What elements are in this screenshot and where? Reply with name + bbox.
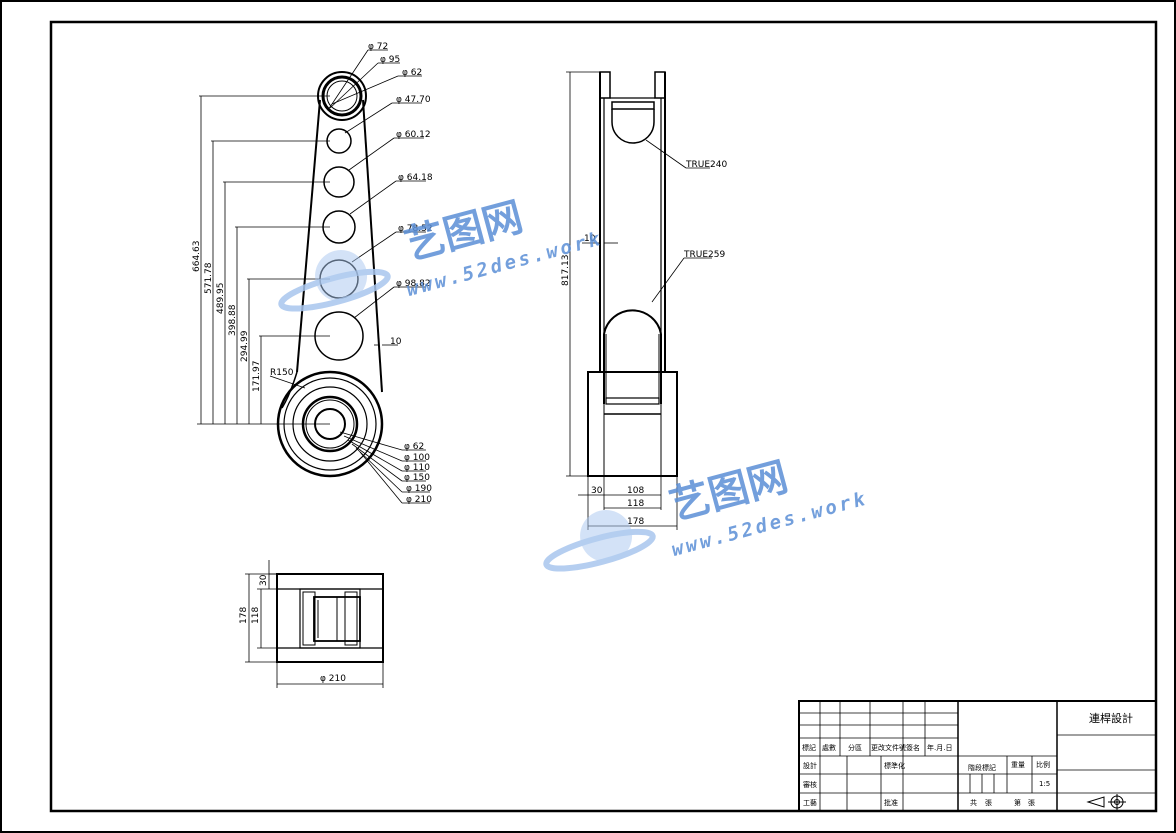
title-block-labels: 連桿設計 標記 處數 分區 更改文件號 簽名 年.月.日 設計 標準化 審核 工… [802, 711, 1133, 807]
row-label-standard: 標準化 [884, 761, 905, 770]
top-view [245, 560, 384, 688]
sheet-label-4: 張 [1028, 799, 1035, 807]
height-label-1: 664.63 [192, 241, 202, 273]
top-dim-label-2: 178 [239, 607, 249, 624]
dia-label-7: φ 78.52 [398, 224, 433, 234]
header-label-4: 更改文件號 [871, 743, 906, 752]
bottom-dia-label-3: φ 110 [404, 463, 430, 473]
bottom-dia-label-2: φ 100 [404, 453, 430, 463]
sheet-label-1: 共 [970, 798, 977, 807]
height-label-2: 571.78 [204, 262, 214, 294]
part-name: 連桿設計 [1089, 711, 1133, 725]
arc-mid-label: TRUE259 [683, 250, 725, 260]
bottom-dia-label-4: φ 150 [404, 473, 430, 483]
sheet-label-2: 張 [985, 799, 992, 807]
dia-label-4: φ 47.70 [396, 95, 431, 105]
bottom-dia-label-5: φ 190 [406, 484, 432, 494]
dia-label-6: φ 64.18 [398, 173, 433, 183]
dia-label-2: φ 95 [380, 55, 400, 65]
top-dim-label-1: 30 [259, 574, 269, 586]
row-label-approve: 批准 [884, 798, 898, 807]
projection-symbol-icon [1086, 794, 1126, 810]
dia-label-8: φ 98.82 [396, 279, 431, 289]
stage-label: 階段標記 [968, 763, 996, 772]
height-label-6: 171.97 [252, 361, 262, 393]
dia-label-3: φ 62 [402, 68, 422, 78]
watermark-1: 艺图网 www.52des.work [278, 194, 605, 312]
dia-label-5: φ 60.12 [396, 130, 431, 140]
header-label-2: 處數 [822, 743, 836, 752]
sheet-label-3: 第 [1014, 798, 1021, 807]
side-width-label-2: 108 [627, 486, 644, 496]
title-block [798, 700, 1157, 812]
side-gap-label: 10 [584, 234, 596, 244]
bottom-dia-label-6: φ 210 [406, 495, 432, 505]
scale-value: 1:5 [1039, 780, 1050, 788]
header-label-3: 分區 [848, 743, 862, 752]
side-height-label: 817.13 [561, 255, 571, 287]
front-view-labels: φ 72 φ 95 φ 62 φ 47.70 φ 60.12 φ 64.18 φ… [192, 42, 433, 505]
dia-label-1: φ 72 [368, 42, 388, 52]
radius-label: R150 [270, 368, 294, 378]
bottom-dia-label-1: φ 62 [404, 442, 424, 452]
header-label-1: 標記 [802, 743, 816, 752]
gap-label: 10 [390, 337, 402, 347]
top-view-labels: 30 178 118 φ 210 [239, 574, 346, 684]
height-label-4: 398.88 [228, 304, 238, 336]
height-label-5: 294.99 [240, 330, 250, 362]
side-view [566, 71, 712, 530]
row-label-review: 審核 [803, 780, 817, 789]
top-dim-label-4: φ 210 [320, 674, 346, 684]
weight-label: 重量 [1011, 761, 1025, 769]
row-label-design: 設計 [803, 761, 817, 770]
side-width-label-1: 30 [591, 486, 603, 496]
inner-frame [49, 20, 1158, 813]
side-view-labels: 817.13 10 TRUE240 TRUE259 30 108 118 178 [561, 160, 727, 527]
header-label-6: 年.月.日 [927, 743, 952, 752]
top-dim-label-3: 118 [251, 607, 261, 624]
scale-label: 比例 [1036, 760, 1050, 769]
side-width-label-3: 118 [627, 499, 644, 509]
watermark-2: 艺图网 www.52des.work [543, 454, 870, 572]
side-width-label-4: 178 [627, 517, 644, 527]
header-label-5: 簽名 [906, 743, 920, 752]
height-label-3: 489.95 [216, 283, 226, 315]
front-view [197, 49, 430, 504]
row-label-process: 工藝 [803, 798, 817, 807]
arc-top-label: TRUE240 [685, 160, 727, 170]
